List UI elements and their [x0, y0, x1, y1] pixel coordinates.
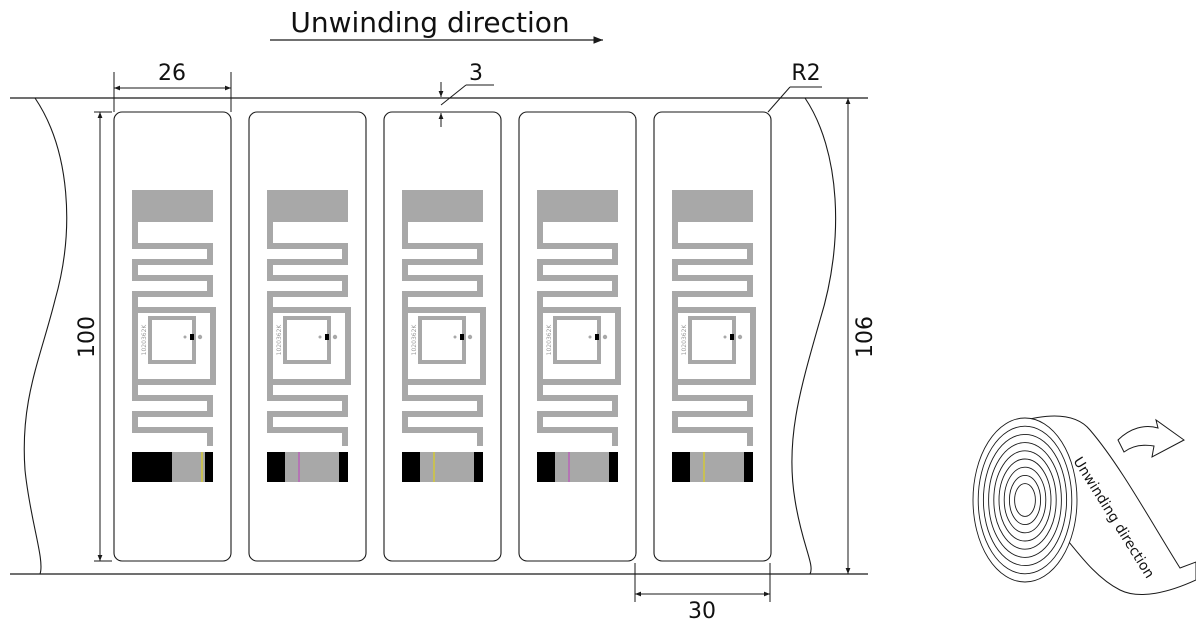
radius-text: R2: [791, 61, 820, 86]
strap-dark-right: [609, 452, 618, 482]
chip-marking: 1020362K: [411, 324, 418, 356]
antenna-loop: [132, 307, 216, 385]
roll-arrow-icon: [1117, 418, 1185, 458]
dimension-web-width: 106: [845, 98, 878, 574]
antenna-meander-lower: [132, 382, 213, 446]
rfid-label: 1020362K: [248, 111, 367, 562]
dimension-radius: R2: [767, 61, 822, 113]
antenna-loop: [267, 307, 351, 385]
web-width-text: 106: [853, 316, 878, 358]
antenna-meander-lower: [537, 382, 618, 446]
antenna-meander-upper: [672, 222, 753, 310]
chip-marking: 1020362K: [681, 324, 688, 356]
label-outline: [113, 111, 232, 562]
antenna-top-pad: [402, 190, 483, 222]
label-outline: [383, 111, 502, 562]
title-text: Unwinding direction: [290, 6, 569, 39]
antenna-loop: [402, 307, 486, 385]
chip-icon: [595, 334, 599, 340]
chip-icon: [190, 334, 194, 340]
roll-ring: [1014, 483, 1036, 517]
label-height-text: 100: [75, 316, 100, 358]
rfid-label: 1020362K: [518, 111, 637, 562]
strap-dark-right: [744, 452, 753, 482]
chip-icon: [325, 334, 329, 340]
antenna-meander-upper: [537, 222, 618, 310]
antenna-meander-upper: [132, 222, 213, 310]
strap-dark-left: [402, 452, 420, 482]
chip-marking: 1020362K: [276, 324, 283, 356]
antenna-top-pad: [672, 190, 753, 222]
strap-dark-left: [132, 452, 172, 482]
antenna-meander-upper: [402, 222, 483, 310]
strap-dark-right: [474, 452, 483, 482]
pitch-text: 30: [688, 599, 716, 621]
chip-pad-icon: [453, 335, 457, 339]
chip-marking: 1020362K: [546, 324, 553, 356]
dimension-label-height: 100: [75, 111, 112, 562]
labels-group: 1020362K 1020362K 1020362K 1020362K 1020362K: [113, 111, 772, 562]
chip-pad-icon: [332, 334, 338, 340]
strap-dark-left: [537, 452, 555, 482]
chip-pad-icon: [723, 335, 727, 339]
rfid-label: 1020362K: [383, 111, 502, 562]
label-outline: [653, 111, 772, 562]
antenna-meander-lower: [267, 382, 348, 446]
antenna-loop: [537, 307, 621, 385]
dimension-gap: 3: [438, 61, 494, 127]
antenna-meander-lower: [672, 382, 753, 446]
chip-pad-icon: [602, 334, 608, 340]
chip-pad-icon: [467, 334, 473, 340]
chip-pad-icon: [318, 335, 322, 339]
antenna-top-pad: [267, 190, 348, 222]
strap-dark-right: [339, 452, 348, 482]
chip-pad-icon: [588, 335, 592, 339]
dimension-label-width: 26: [113, 61, 232, 112]
chip-icon: [460, 334, 464, 340]
roll-illustration: Unwinding direction: [972, 415, 1196, 596]
rfid-label: 1020362K: [653, 111, 772, 562]
antenna-meander-upper: [267, 222, 348, 310]
chip-icon: [730, 334, 734, 340]
strap-dark-left: [267, 452, 285, 482]
chip-pad-icon: [183, 335, 187, 339]
chip-pad-icon: [737, 334, 743, 340]
web-left-break: [23, 97, 68, 575]
roll-rings: [972, 417, 1078, 583]
chip-pad-icon: [197, 334, 203, 340]
strap-dark-left: [672, 452, 690, 482]
antenna-top-pad: [132, 190, 213, 222]
antenna-loop: [672, 307, 756, 385]
dimension-pitch: 30: [634, 563, 771, 621]
chip-marking: 1020362K: [141, 324, 148, 356]
antenna-top-pad: [537, 190, 618, 222]
label-outline: [248, 111, 367, 562]
web-right-break: [791, 97, 837, 575]
label-outline: [518, 111, 637, 562]
gap-text: 3: [469, 61, 483, 86]
strap-dark-right: [205, 452, 213, 482]
rfid-label: 1020362K: [113, 111, 232, 562]
antenna-meander-lower: [402, 382, 483, 446]
label-width-text: 26: [158, 61, 186, 86]
